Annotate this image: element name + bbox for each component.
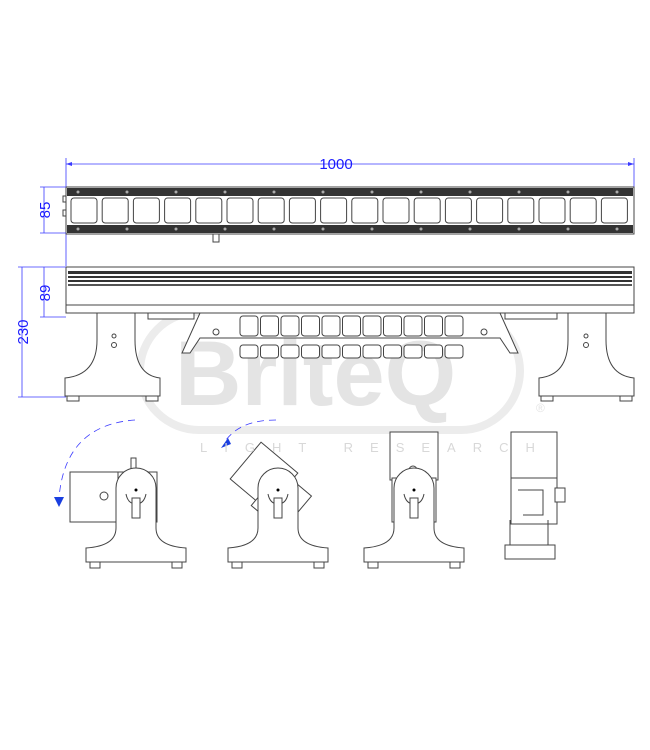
led-lens [288, 197, 316, 224]
tilt-view-vertical-side [504, 431, 566, 560]
width-label: 1000 [319, 156, 352, 173]
head-module [383, 344, 402, 359]
screw [370, 190, 374, 194]
body-height-dimension: 89 [18, 266, 66, 318]
screw [174, 227, 178, 231]
front-height-dimension: 85 [37, 186, 66, 234]
head-module [424, 315, 443, 337]
led-lens [600, 197, 628, 224]
led-lens [507, 197, 535, 224]
head-module [280, 344, 300, 359]
led-lens [164, 197, 192, 224]
led-lens [476, 197, 504, 224]
led-lens [101, 197, 129, 224]
front-view [62, 186, 635, 243]
head-module [362, 344, 382, 359]
watermark-registered: ® [536, 401, 545, 415]
screw [468, 190, 472, 194]
screw [125, 227, 129, 231]
head-module [301, 344, 320, 359]
led-lens [320, 197, 348, 224]
front-height-label: 85 [37, 202, 54, 219]
head-module [280, 315, 300, 337]
tilt-view-vertical-front [363, 431, 465, 569]
screw [517, 227, 521, 231]
screw [76, 227, 80, 231]
led-lens [70, 197, 98, 224]
screw [174, 190, 178, 194]
screw [321, 227, 325, 231]
tilt-view-horizontal [54, 419, 187, 569]
screw [321, 190, 325, 194]
led-lens [538, 197, 566, 224]
screw [125, 190, 129, 194]
head-module [444, 344, 464, 359]
head-module [239, 344, 259, 359]
led-lens [257, 197, 285, 224]
head-module [321, 344, 341, 359]
screw [272, 227, 276, 231]
led-lens [132, 197, 160, 224]
led-lens [226, 197, 254, 224]
head-module [362, 315, 382, 337]
head-module [383, 315, 402, 337]
head-module [260, 344, 279, 359]
screw [223, 227, 227, 231]
side-view [64, 266, 635, 402]
screw [419, 190, 423, 194]
screw [468, 227, 472, 231]
screw [272, 190, 276, 194]
head-module [342, 315, 361, 337]
head-module [403, 344, 423, 359]
body-height-label: 89 [37, 285, 54, 302]
left-foot [64, 312, 161, 402]
head-module [301, 315, 320, 337]
led-lens [195, 197, 223, 224]
led-lens [444, 197, 472, 224]
total-height-label: 230 [15, 319, 32, 344]
screw [517, 190, 521, 194]
screw [76, 190, 80, 194]
head-module [260, 315, 279, 337]
head-module [321, 315, 341, 337]
screw [223, 190, 227, 194]
head-module [424, 344, 443, 359]
screw [566, 227, 570, 231]
screw [615, 190, 619, 194]
led-lens [382, 197, 410, 224]
led-lens [351, 197, 379, 224]
watermark-brand: BriteQ [175, 323, 456, 425]
screw [370, 227, 374, 231]
screw [566, 190, 570, 194]
screw [615, 227, 619, 231]
head-module [239, 315, 259, 337]
head-module [444, 315, 464, 337]
tilt-view-45 [221, 419, 329, 569]
watermark-tagline: LIGHT RESEARCH [200, 440, 552, 455]
screw [419, 227, 423, 231]
led-lens [569, 197, 597, 224]
led-lens [413, 197, 441, 224]
total-height-dimension: 230 [15, 267, 66, 398]
right-foot [538, 312, 635, 402]
head-module [403, 315, 423, 337]
head-module [342, 344, 361, 359]
